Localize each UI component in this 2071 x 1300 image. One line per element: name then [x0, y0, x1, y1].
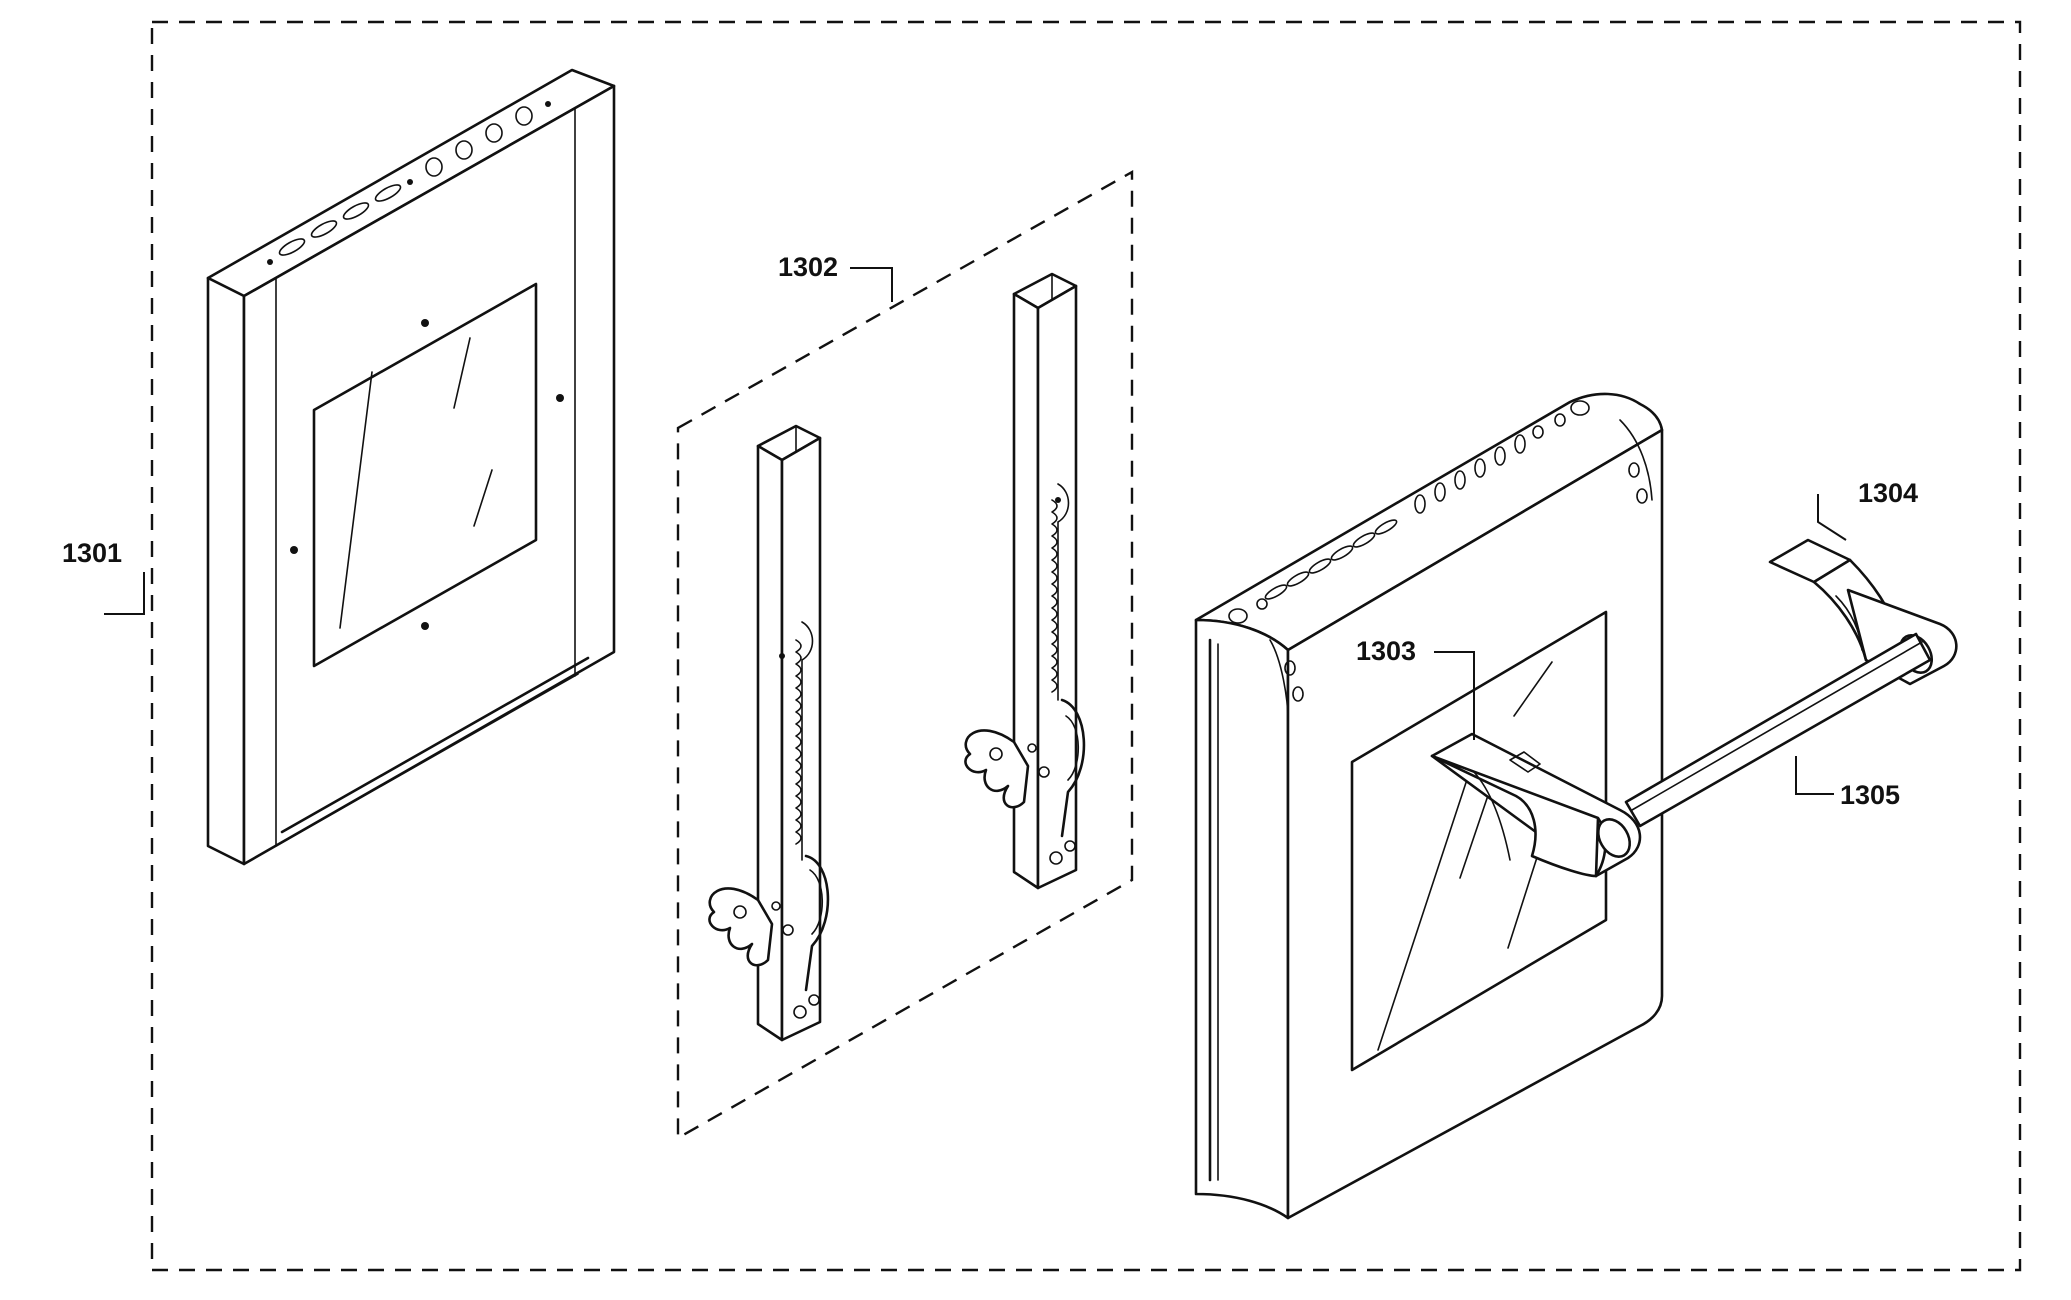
label-1304: 1304 [1858, 478, 1918, 508]
hinge-right [964, 272, 1086, 890]
leader-1304 [1817, 494, 1847, 541]
leader-1302 [850, 267, 893, 302]
label-1302: 1302 [778, 252, 838, 282]
hinge-left [708, 424, 830, 1042]
hinge-group-boundary [676, 169, 1134, 1141]
label-1305: 1305 [1840, 780, 1900, 810]
outer-door-panel [1194, 392, 1664, 1220]
label-1301: 1301 [62, 538, 122, 568]
leader-1301 [104, 572, 145, 615]
leader-1305 [1795, 756, 1834, 795]
assembly-boundary [150, 20, 2022, 1272]
door-handle [1430, 538, 1958, 878]
label-1303: 1303 [1356, 636, 1416, 666]
inner-door-panel [206, 68, 616, 866]
leader-1303 [1434, 651, 1475, 740]
